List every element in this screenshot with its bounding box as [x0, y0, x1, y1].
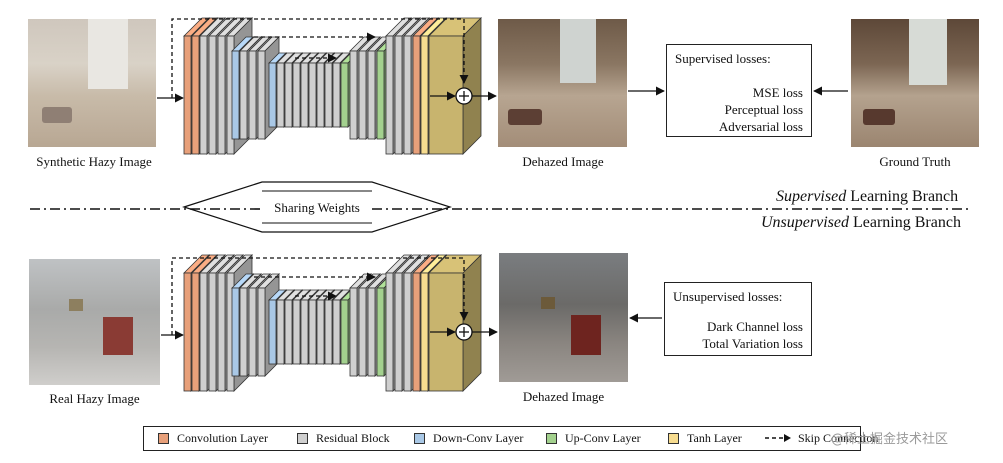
legend-swatch-downconv [414, 432, 425, 444]
plus-node-bot [455, 323, 473, 341]
loss-total-variation: Total Variation loss [702, 336, 803, 351]
synthetic-hazy-caption: Synthetic Hazy Image [36, 154, 152, 169]
dehazed-caption-top: Dehazed Image [522, 154, 604, 169]
real-hazy-image [29, 259, 160, 385]
legend-tanh: Tanh Layer [668, 427, 742, 449]
legend-label-upconv: Up-Conv Layer [565, 430, 641, 445]
ground-truth-caption: Ground Truth [879, 154, 951, 169]
skip-outer-top [171, 18, 469, 98]
real-hazy-caption: Real Hazy Image [49, 391, 140, 406]
unsupervised-loss-box: Unsupervised losses: Dark Channel loss T… [664, 282, 812, 356]
supervised-branch-label: Supervised Learning Branch [776, 188, 958, 206]
network-supervised [183, 17, 482, 155]
loss-adversarial: Adversarial loss [718, 119, 803, 134]
skip-connection-arrow-icon [765, 434, 791, 442]
unsupervised-branch-label: Unsupervised Learning Branch [761, 214, 961, 232]
legend-downconv: Down-Conv Layer [414, 427, 523, 449]
ground-truth-image [851, 19, 979, 147]
legend-residual: Residual Block [297, 427, 390, 449]
legend-upconv: Up-Conv Layer [546, 427, 641, 449]
net-bot-output-block [428, 254, 482, 392]
legend-swatch-residual [297, 432, 308, 444]
legend-swatch-tanh [668, 432, 679, 444]
network-unsupervised [183, 254, 482, 392]
legend-skip: Skip Connection [764, 427, 878, 449]
unsupervised-branch-emphasis: Unsupervised [761, 214, 849, 231]
dehazed-caption-bottom: Dehazed Image [522, 389, 605, 404]
supervised-branch-emphasis: Supervised [776, 188, 847, 205]
loss-dark-channel: Dark Channel loss [706, 319, 803, 334]
legend-swatch-upconv [546, 432, 557, 444]
connection-arrows [30, 18, 970, 341]
skip-outer-bot [171, 257, 469, 335]
legend-label-downconv: Down-Conv Layer [433, 430, 524, 445]
sharing-weights-label: Sharing Weights [262, 200, 372, 216]
legend-label-residual: Residual Block [316, 430, 390, 445]
unsupervised-branch-rest: Learning Branch [848, 214, 961, 231]
supervised-branch-rest: Learning Branch [846, 188, 959, 205]
loss-perceptual: Perceptual loss [724, 102, 803, 117]
legend: Convolution Layer Residual Block Down-Co… [143, 426, 878, 451]
supervised-loss-box: Supervised losses: MSE loss Perceptual l… [666, 44, 812, 137]
legend-label-skip: Skip Connection [798, 430, 879, 445]
legend-swatch-convolution [158, 432, 169, 444]
supervised-loss-title: Supervised losses: [675, 51, 771, 66]
watermark: @稀土掘金技术社区 [831, 432, 949, 447]
synthetic-hazy-image [28, 19, 156, 147]
plus-node-top [455, 87, 473, 105]
dehazed-image-unsupervised [499, 253, 628, 382]
loss-mse: MSE loss [752, 85, 803, 100]
dehazed-image-supervised [498, 19, 627, 147]
net-top-output-block [428, 17, 482, 155]
legend-convolution: Convolution Layer [158, 427, 268, 449]
legend-label-convolution: Convolution Layer [177, 430, 268, 445]
legend-label-tanh: Tanh Layer [687, 430, 742, 445]
unsupervised-loss-title: Unsupervised losses: [673, 289, 783, 304]
